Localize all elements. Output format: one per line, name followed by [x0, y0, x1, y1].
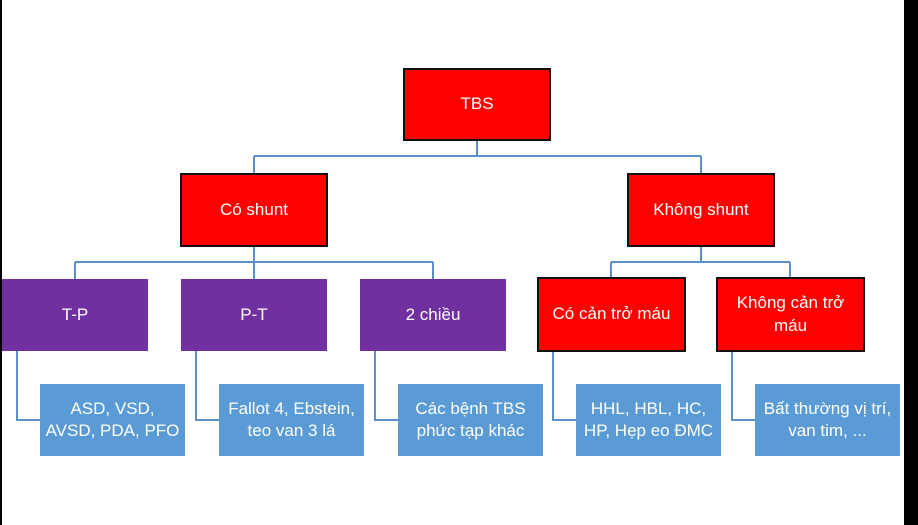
detail-without-obstruction: Bất thường vị trí, van tim, ... [755, 384, 900, 456]
connector-two-way-detail [374, 351, 398, 421]
detail-with-obstruction: HHL, HBL, HC, HP, Hẹp eo ĐMC [576, 384, 721, 456]
connector-tp-detail [16, 351, 40, 421]
detail-p-t: Fallot 4, Ebstein, teo van 3 lá [219, 384, 364, 456]
node-shunt-two-way: 2 chiều [360, 279, 506, 351]
connector-pt-detail [195, 351, 219, 421]
node-with-obstruction: Có cản trở máu [537, 277, 686, 352]
connector-obstruction-detail [552, 351, 576, 421]
node-without-obstruction: Không cản trở máu [716, 277, 865, 352]
node-branch-shunt: Có shunt [180, 173, 328, 247]
detail-t-p: ASD, VSD, AVSD, PDA, PFO [40, 384, 185, 456]
node-root-tbs: TBS [403, 68, 551, 141]
node-branch-no-shunt: Không shunt [627, 173, 775, 247]
connector-shunt-to-children [74, 247, 434, 279]
connector-no-obstruction-detail [731, 351, 755, 421]
node-shunt-t-p: T-P [2, 279, 148, 351]
connector-root-to-branches [253, 141, 702, 173]
node-shunt-p-t: P-T [181, 279, 327, 351]
connector-no-shunt-to-children [610, 247, 791, 277]
detail-two-way: Các bệnh TBS phức tạp khác [398, 384, 543, 456]
